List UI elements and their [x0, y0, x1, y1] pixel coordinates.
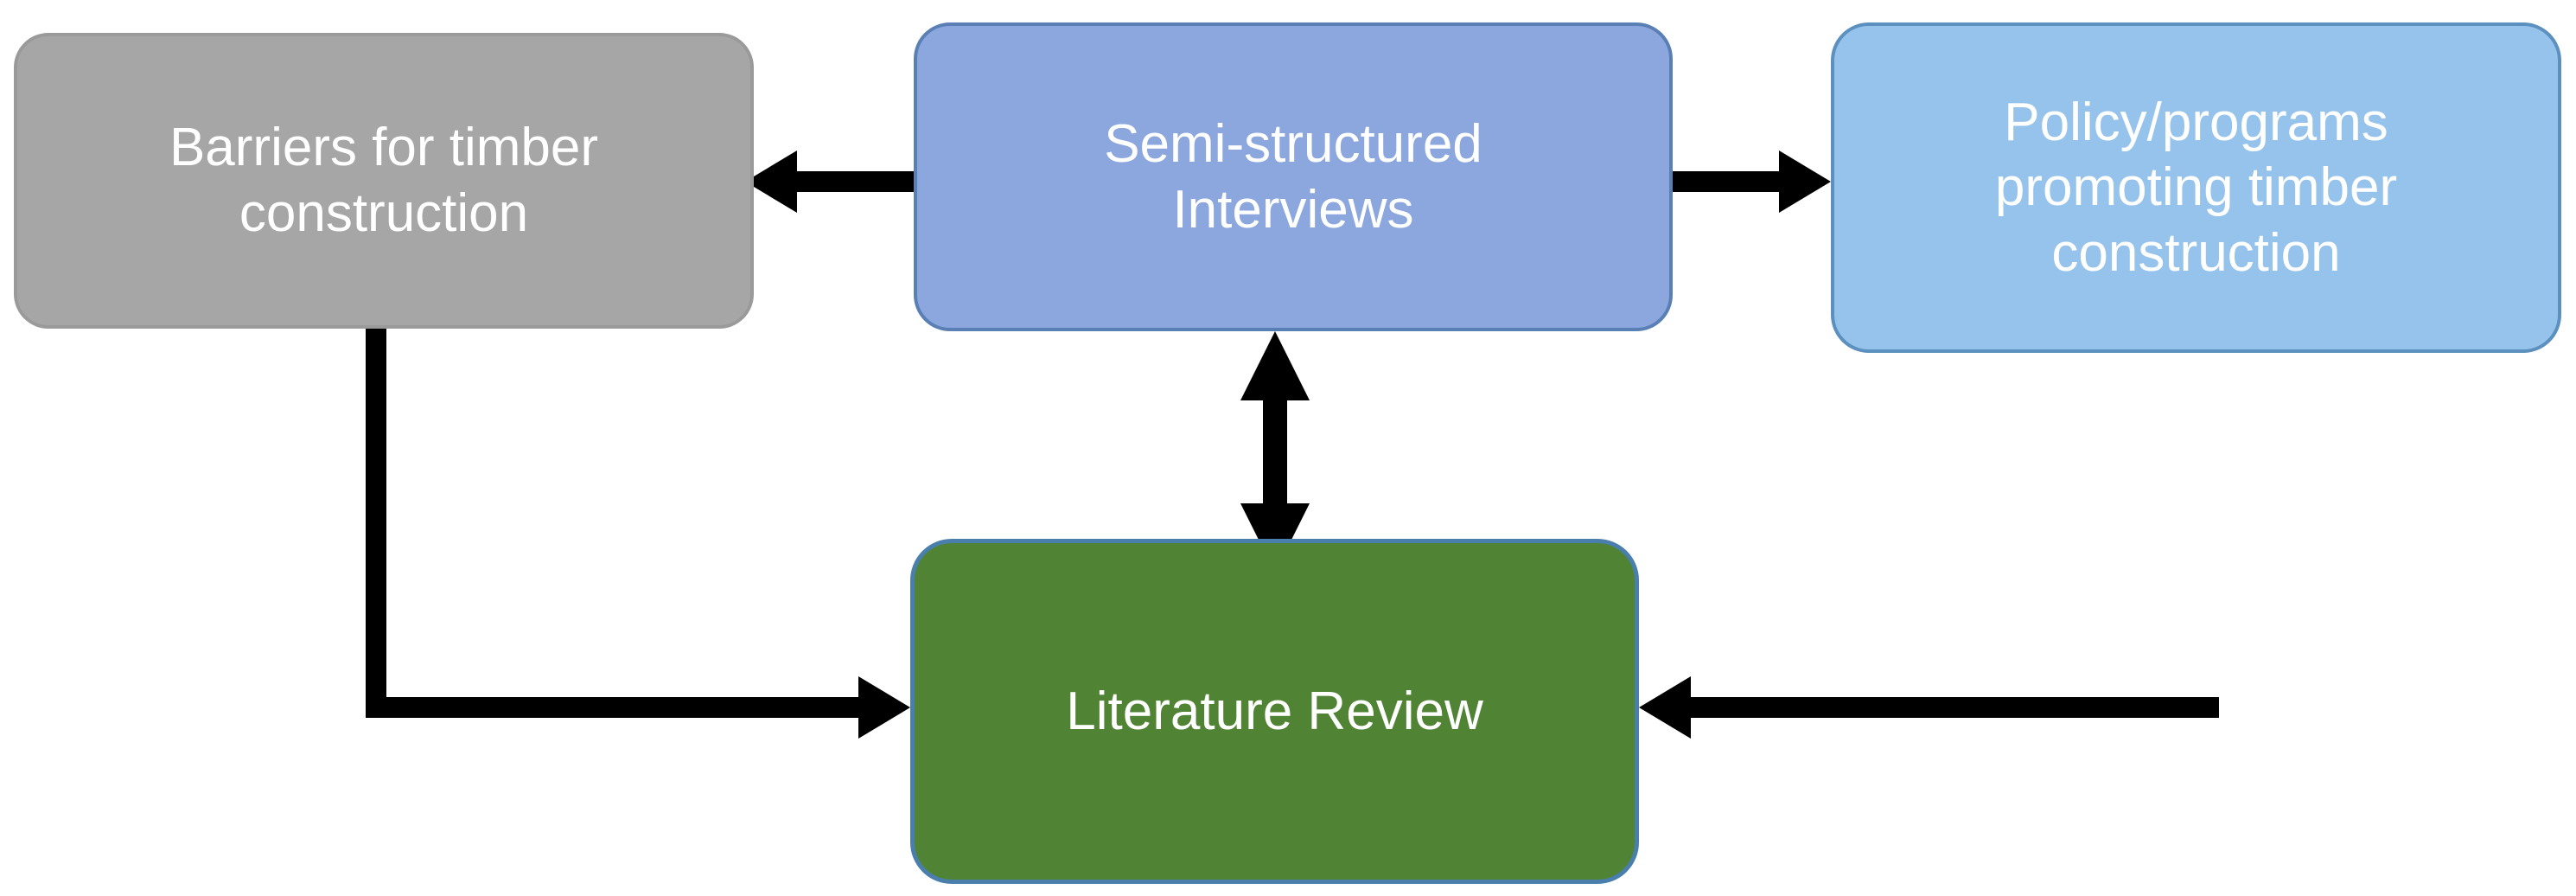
node-literature-line-1: Literature Review [1066, 681, 1483, 741]
node-policy-label: Policy/programs promoting timber constru… [1859, 90, 2534, 286]
arrow-interviews-to-policy [1673, 150, 1831, 213]
node-interviews-line-1: Semi-structured [1104, 113, 1482, 174]
node-policy-line-2: promoting timber [1994, 157, 2398, 218]
arrow-interviews-literature-double [1240, 331, 1310, 573]
node-interviews-line-2: Interviews [1172, 179, 1414, 240]
node-policy-line-3: construction [2051, 222, 2341, 283]
node-literature-label: Literature Review [939, 679, 1610, 745]
node-barriers-for-timber-construction[interactable]: Barriers for timber construction [14, 33, 754, 329]
node-barriers-label: Barriers for timber construction [41, 115, 726, 246]
node-interviews-label: Semi-structured Interviews [941, 112, 1645, 242]
node-barriers-line-1: Barriers for timber [169, 118, 599, 178]
node-policy-programs-promoting-timber-construction[interactable]: Policy/programs promoting timber constru… [1831, 22, 2561, 353]
arrow-interviews-to-barriers [745, 150, 914, 213]
node-semi-structured-interviews[interactable]: Semi-structured Interviews [914, 22, 1673, 331]
node-literature-review[interactable]: Literature Review [910, 539, 1639, 884]
node-policy-line-1: Policy/programs [2004, 92, 2388, 152]
arrow-barriers-to-literature [366, 329, 910, 739]
node-barriers-line-2: construction [239, 183, 529, 243]
arrow-policy-to-literature [1639, 353, 2219, 739]
